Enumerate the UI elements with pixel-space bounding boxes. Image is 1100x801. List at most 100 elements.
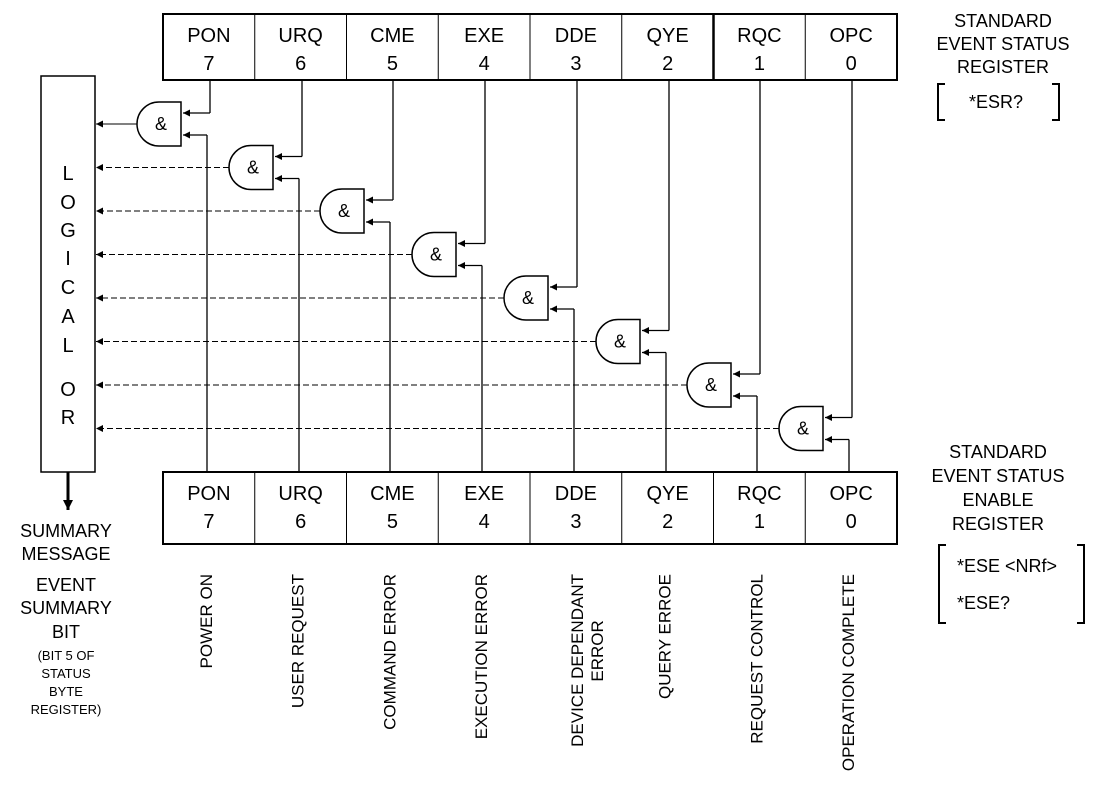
ese-bit-number: 0	[846, 511, 857, 533]
summary-block: SUMMARY MESSAGE EVENT SUMMARY BIT (BIT 5…	[20, 521, 112, 717]
logical-or-letter: L	[62, 163, 73, 185]
ese-bit-number: 1	[754, 511, 765, 533]
esr-bit-number: 4	[479, 53, 490, 75]
ese-bit-mnemonic: CME	[370, 483, 414, 505]
esr-title-line-3: REGISTER	[957, 57, 1049, 77]
status-byte-note-line-3: BYTE	[49, 684, 83, 699]
status-byte-note-line-1: (BIT 5 OF	[38, 648, 95, 663]
esr-bit-number: 5	[387, 53, 398, 75]
esr-bit-number: 2	[662, 53, 673, 75]
ese-register: PON 7 URQ 6 CME 5 EXE 4 DDE 3 QYE 2 RQC 1 OPC 0	[162, 471, 898, 545]
ese-bit-mnemonic: URQ	[278, 483, 322, 505]
esr-title-line-1: STANDARD	[954, 11, 1052, 31]
and-gate	[503, 275, 549, 321]
and-gate-symbol: &	[797, 419, 809, 439]
ese-bit-mnemonic: EXE	[464, 483, 504, 505]
bit-description-label: QUERY ERROE	[656, 574, 675, 699]
esr-bracket-right	[1052, 83, 1060, 121]
event-summary-line-2: SUMMARY	[20, 598, 112, 618]
ese-title-line-3: ENABLE	[962, 490, 1033, 510]
esr-bracket-left	[937, 83, 945, 121]
logical-or-letter: A	[61, 306, 75, 328]
ese-bit-number: 3	[570, 511, 581, 533]
and-gate	[411, 231, 457, 278]
summary-message-line-1: SUMMARY	[20, 521, 112, 541]
and-gate-symbol: &	[247, 158, 259, 178]
esr-bit-mnemonic: EXE	[464, 25, 504, 47]
bit-description-label: POWER ON	[197, 574, 216, 668]
esr-bit-mnemonic: QYE	[647, 25, 689, 47]
and-gate	[595, 318, 641, 365]
status-byte-note-line-4: REGISTER)	[31, 702, 102, 717]
and-gate	[319, 188, 365, 234]
esr-bit-mnemonic: DDE	[555, 25, 597, 47]
and-gate-symbol: &	[430, 245, 442, 265]
ese-set-command: *ESE <NRf>	[957, 556, 1057, 576]
esr-bit-mnemonic: RQC	[737, 25, 781, 47]
esr-query-command: *ESR?	[969, 92, 1023, 112]
esr-bit-mnemonic: CME	[370, 25, 414, 47]
bit-description-label: USER REQUEST	[289, 574, 308, 708]
status-byte-note-line-2: STATUS	[41, 666, 91, 681]
esr-bit-number: 7	[203, 53, 214, 75]
ese-bit-number: 4	[479, 511, 490, 533]
ese-bit-number: 2	[662, 511, 673, 533]
logical-or-letter: C	[61, 277, 75, 299]
esr-bit-number: 6	[295, 53, 306, 75]
bit-description-label: COMMAND ERROR	[380, 574, 399, 730]
and-gate	[778, 405, 824, 452]
summary-message-line-2: MESSAGE	[21, 544, 110, 564]
logical-or-letter: O	[60, 192, 76, 214]
esr-title-block: STANDARD EVENT STATUS REGISTER *ESR?	[936, 11, 1070, 121]
and-gate-symbol: &	[522, 288, 534, 308]
ese-title-line-4: REGISTER	[952, 514, 1044, 534]
bit-description-label: REQUEST CONTROL	[747, 574, 766, 744]
bit-description-label: EXECUTION ERROR	[472, 574, 491, 739]
and-gate	[228, 144, 274, 191]
esr-title-line-2: EVENT STATUS	[936, 34, 1069, 54]
esr-bit-mnemonic: PON	[187, 25, 230, 47]
ese-bit-number: 6	[295, 511, 306, 533]
logical-or-letter: L	[62, 335, 73, 357]
esr-bit-number: 0	[846, 53, 857, 75]
bit-description-label: OPERATION COMPLETE	[839, 574, 858, 771]
and-gate-symbol: &	[705, 375, 717, 395]
ese-bit-mnemonic: RQC	[737, 483, 781, 505]
and-gate-symbol: &	[155, 114, 167, 134]
ese-query-command: *ESE?	[957, 593, 1010, 613]
logical-or-letter: R	[61, 407, 75, 429]
bit-description-label: DEVICE DEPENDANTERROR	[568, 574, 607, 747]
ese-bit-mnemonic: PON	[187, 483, 230, 505]
ese-bit-mnemonic: QYE	[647, 483, 689, 505]
ese-bit-number: 5	[387, 511, 398, 533]
and-gate-symbol: &	[614, 332, 626, 352]
ese-title-line-2: EVENT STATUS	[931, 466, 1064, 486]
esr-bit-mnemonic: URQ	[278, 25, 322, 47]
esr-bit-number: 3	[570, 53, 581, 75]
esr-bit-mnemonic: OPC	[829, 25, 872, 47]
bit-descriptions: POWER ON USER REQUEST COMMAND ERROR EXECUTI…	[197, 574, 858, 771]
ese-title-line-1: STANDARD	[949, 442, 1047, 462]
ese-bracket-right	[1077, 544, 1085, 624]
and-gate	[686, 362, 732, 408]
esr-register: PON 7 URQ 6 CME 5 EXE 4 DDE 3 QYE 2 RQC 1 OPC 0	[162, 13, 898, 81]
ese-bit-mnemonic: DDE	[555, 483, 597, 505]
and-gate	[136, 101, 182, 147]
logical-or-letter: G	[60, 220, 76, 242]
logical-or-letter: O	[60, 379, 76, 401]
event-summary-line-3: BIT	[52, 622, 80, 642]
esr-bit-cells: PON 7 URQ 6 CME 5 EXE 4 DDE 3 QYE 2 RQC 1 OPC 0	[187, 14, 873, 80]
ese-bit-cells: PON 7 URQ 6 CME 5 EXE 4 DDE 3 QYE 2 RQC 1 OPC 0	[187, 472, 873, 544]
ese-bit-number: 7	[203, 511, 214, 533]
and-gate-symbol: &	[338, 201, 350, 221]
event-summary-line-1: EVENT	[36, 575, 96, 595]
ese-bit-mnemonic: OPC	[829, 483, 872, 505]
and-gates: & & & & & & & &	[96, 80, 853, 472]
ese-title-block: STANDARD EVENT STATUS ENABLE REGISTER *E…	[931, 442, 1085, 624]
logical-or-letter: I	[65, 248, 71, 270]
ese-bracket-left	[938, 544, 946, 624]
esr-bit-number: 1	[754, 53, 765, 75]
